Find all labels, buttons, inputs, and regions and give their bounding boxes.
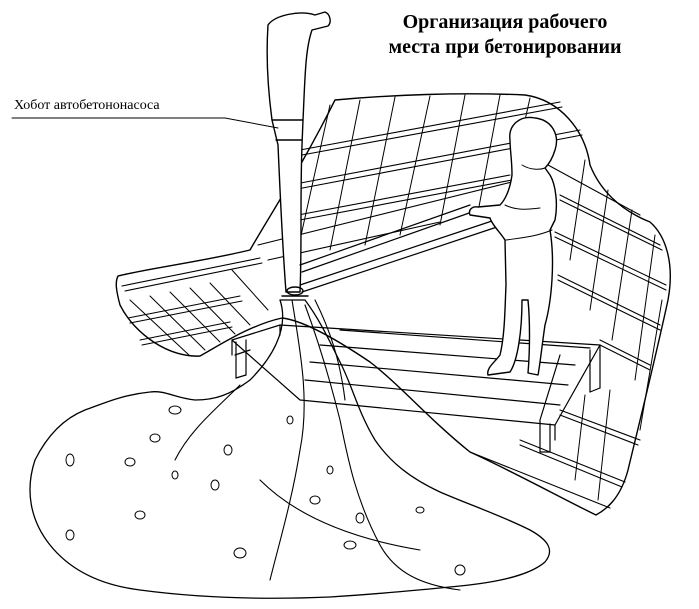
concrete-aggregate-stones [65,405,466,576]
concrete-flow-lines [174,299,461,591]
worker-details [504,164,553,241]
concrete-mass [29,299,551,599]
work-platform [231,324,601,453]
worker-figure [468,116,558,376]
worker-pole [299,204,498,293]
hose-label: Хобот автобетононасоса [14,98,160,113]
page-title: Организация рабочего места при бетониров… [330,10,680,60]
title-line-1: Организация рабочего [402,11,608,33]
pump-hose [266,11,331,297]
rebar-transverse-bars [129,94,663,501]
title-line-2: места при бетонировании [388,36,622,58]
rebar-longitudinal-bars [121,101,667,509]
hose-label-leader [11,117,279,129]
